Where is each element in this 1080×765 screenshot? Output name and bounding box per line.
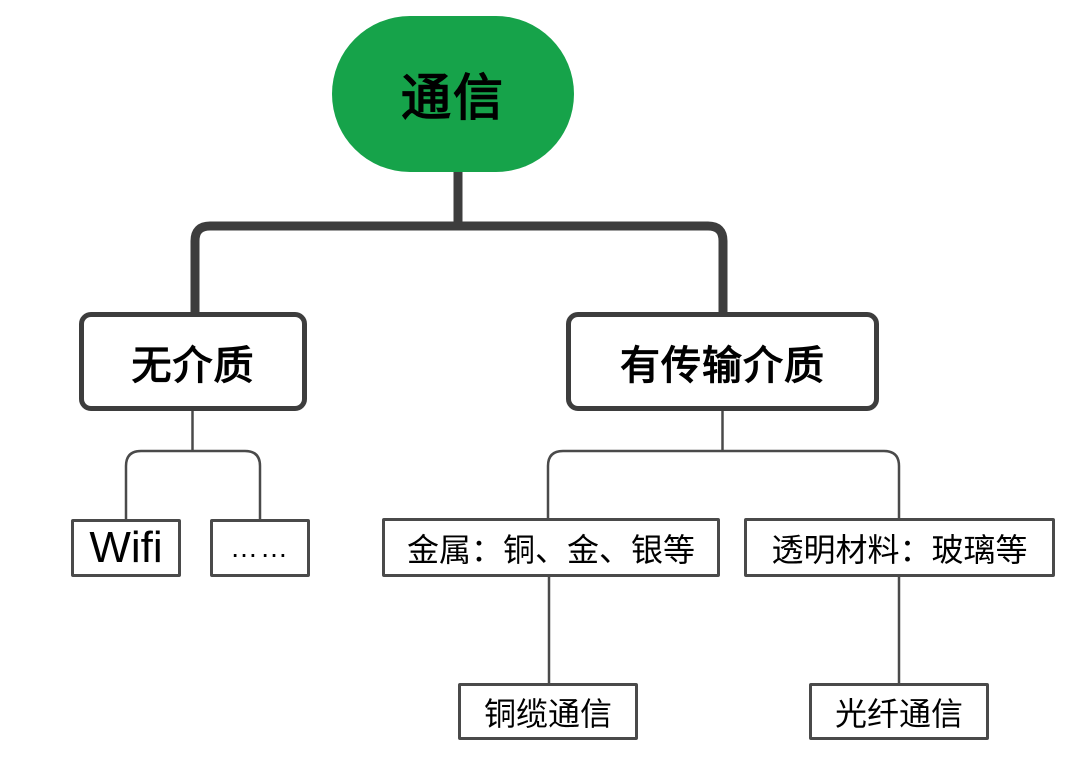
node-ellipsis-others: …… bbox=[210, 519, 310, 577]
node-metal-materials: 金属：铜、金、银等 bbox=[382, 518, 720, 577]
node-copper-cable-communication-label: 铜缆通信 bbox=[483, 695, 612, 732]
node-no-medium-label: 无介质 bbox=[131, 343, 255, 388]
node-fiber-optic-communication-label: 光纤通信 bbox=[834, 695, 963, 732]
node-communication-root: 通信 bbox=[332, 16, 574, 172]
node-has-transmission-medium: 有传输介质 bbox=[566, 312, 879, 411]
node-metal-materials-label: 金属：铜、金、银等 bbox=[406, 531, 695, 568]
root-branch-connector bbox=[190, 168, 728, 314]
node-wifi-label: Wifi bbox=[89, 523, 163, 572]
node-transparent-materials: 透明材料：玻璃等 bbox=[744, 518, 1055, 577]
node-communication-label: 通信 bbox=[401, 70, 505, 126]
node-ellipsis-label: …… bbox=[230, 532, 290, 563]
node-transparent-materials-label: 透明材料：玻璃等 bbox=[771, 531, 1028, 568]
node-wifi: Wifi bbox=[71, 519, 181, 577]
node-no-medium: 无介质 bbox=[79, 312, 307, 411]
node-fiber-optic-communication: 光纤通信 bbox=[809, 683, 989, 740]
node-copper-cable-communication: 铜缆通信 bbox=[458, 683, 638, 740]
node-has-transmission-medium-label: 有传输介质 bbox=[620, 343, 825, 388]
